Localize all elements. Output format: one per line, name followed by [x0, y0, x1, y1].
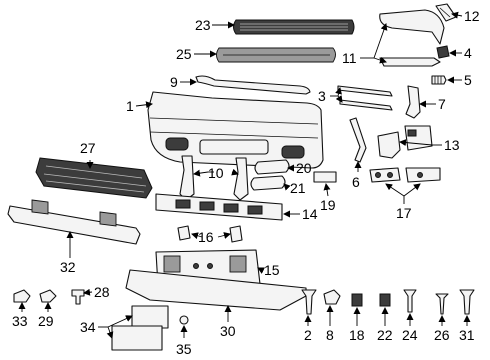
part-16-clips: [177, 225, 243, 243]
part-22-nut: [379, 293, 391, 307]
part-24-bolt: [403, 289, 417, 313]
callout-6: 6: [352, 174, 360, 190]
callout-5: 5: [464, 72, 472, 88]
part-2-bolt: [301, 289, 317, 315]
part-34-plate-brackets: [111, 305, 169, 351]
part-17-lamp-brackets: [369, 167, 441, 183]
callout-3: 3: [318, 88, 326, 104]
part-29-clip: [39, 289, 57, 303]
part-27-grille: [35, 157, 153, 199]
callout-27: 27: [80, 140, 96, 156]
callout-8: 8: [326, 327, 334, 343]
part-20-lamp-bezel: [254, 159, 290, 175]
callout-28: 28: [94, 284, 110, 300]
part-3-trim-strips: [337, 85, 393, 111]
part-5-bolt: [431, 75, 447, 85]
part-32-reinforcement: [7, 199, 141, 245]
callout-32: 32: [60, 259, 76, 275]
callout-4: 4: [464, 45, 472, 61]
part-8-nut: [323, 289, 341, 305]
part-11-end-cap: [379, 9, 445, 67]
callout-20: 20: [296, 160, 312, 176]
callout-12: 12: [464, 8, 480, 24]
callout-31: 31: [459, 327, 475, 343]
callout-labels: 23 25 9 1 3 11 12 4 5 7 6 13 17 10 20 21…: [12, 8, 480, 357]
callout-25: 25: [176, 46, 192, 62]
part-19-lamp-lens: [313, 171, 337, 183]
part-4-retainer: [436, 45, 450, 59]
part-31-screw: [459, 289, 475, 315]
part-1-bumper-fascia: [147, 91, 324, 169]
callout-18: 18: [349, 327, 365, 343]
callout-19: 19: [320, 197, 336, 213]
part-33-nut: [13, 289, 31, 303]
callout-24: 24: [402, 327, 418, 343]
callout-30: 30: [220, 323, 236, 339]
part-13-side-bracket: [377, 125, 433, 159]
part-18-nut: [351, 293, 363, 307]
callout-9: 9: [170, 74, 178, 90]
part-26-screw: [435, 293, 449, 315]
callout-35: 35: [176, 341, 192, 357]
part-7-bracket: [405, 85, 421, 119]
callout-11: 11: [342, 50, 357, 66]
callout-22: 22: [377, 327, 393, 343]
callout-23: 23: [195, 17, 211, 33]
leader-lines: [18, 11, 471, 339]
callout-7: 7: [438, 96, 446, 112]
callout-16: 16: [198, 229, 214, 245]
callout-2: 2: [304, 327, 312, 343]
callout-34: 34: [80, 319, 96, 335]
callout-1: 1: [126, 98, 134, 114]
part-28-screw: [71, 289, 85, 305]
callout-14: 14: [302, 206, 318, 222]
callout-26: 26: [434, 327, 450, 343]
part-6-side-strip: [349, 117, 367, 163]
callout-29: 29: [38, 313, 54, 329]
part-23-upper-grille: [233, 19, 355, 35]
callout-10: 10: [208, 165, 224, 181]
part-9-bracket-rod: [195, 75, 311, 95]
part-30-valance: [125, 269, 307, 311]
callout-15: 15: [264, 262, 280, 278]
part-21-lamp-bezel: [250, 175, 286, 191]
callout-33: 33: [12, 313, 28, 329]
part-25-grille-bar: [216, 47, 336, 63]
part-14-lower-beam: [155, 193, 283, 221]
callout-21: 21: [290, 180, 306, 196]
callout-13: 13: [444, 137, 460, 153]
part-35-fastener: [179, 315, 189, 325]
callout-17: 17: [396, 205, 412, 221]
part-10-supports: [179, 155, 249, 201]
